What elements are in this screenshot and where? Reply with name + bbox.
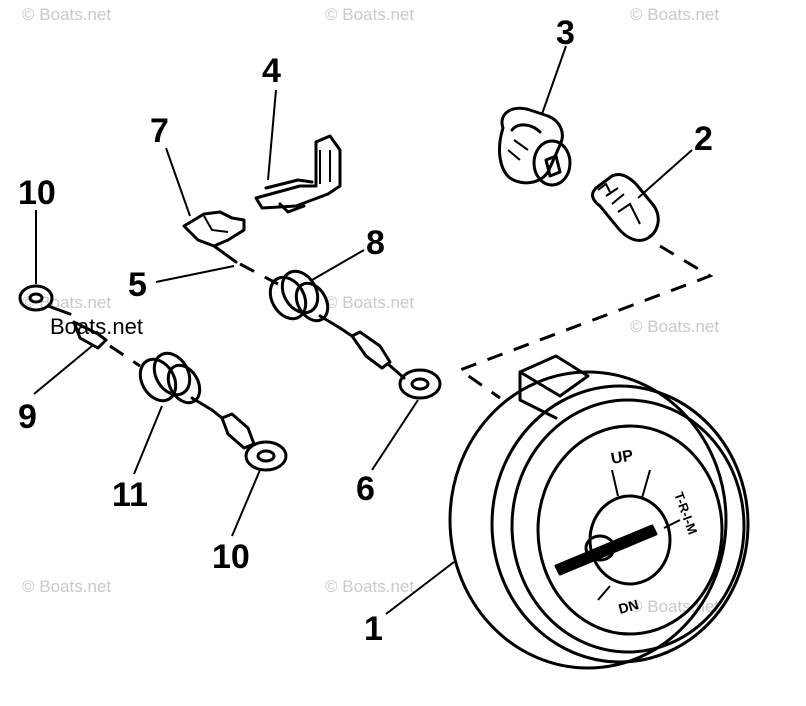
gauge-label-up: UP (610, 447, 635, 468)
callout-2: 2 (694, 120, 713, 158)
leader-11 (133, 405, 163, 475)
leader-7 (165, 147, 191, 217)
callout-10-top: 10 (18, 174, 56, 212)
callout-3: 3 (556, 14, 575, 52)
watermark-5: © Boats.net (325, 293, 414, 312)
watermark-1: © Boats.net (22, 5, 111, 24)
lamp-socket (498, 106, 572, 187)
wire-assembly-8 (239, 262, 442, 400)
watermark-2: © Boats.net (325, 5, 414, 24)
callout-6: 6 (356, 470, 375, 508)
callout-8: 8 (366, 224, 385, 262)
trim-gauge: UP T-R-I-M DN (448, 354, 750, 670)
leader-5 (155, 265, 235, 283)
leader-8 (311, 249, 365, 281)
watermark-8: © Boats.net (325, 577, 414, 596)
gauge-label-dn: DN (617, 596, 641, 617)
watermark-large: Boats.net (50, 314, 143, 339)
gauge-label-trim: T-R-I-M (671, 490, 700, 537)
callout-5: 5 (128, 266, 147, 304)
leader-2 (637, 149, 693, 199)
leader-10-bottom (231, 469, 261, 537)
watermark-6: © Boats.net (630, 317, 719, 336)
callout-10-bottom: 10 (212, 538, 250, 576)
wire-assembly-11 (72, 320, 288, 472)
leader-6 (371, 399, 419, 471)
terminal-connector (182, 210, 246, 264)
callout-4: 4 (262, 52, 281, 90)
callouts: 3 2 4 7 5 8 10 9 11 10 6 1 (18, 14, 713, 648)
callout-7: 7 (150, 112, 169, 150)
watermarks: © Boats.net © Boats.net © Boats.net © Bo… (22, 5, 719, 616)
callout-11: 11 (112, 476, 148, 514)
watermark-7: © Boats.net (22, 577, 111, 596)
bracket (254, 134, 342, 214)
callout-9: 9 (18, 398, 37, 436)
leader-1 (385, 561, 455, 615)
leader-9 (33, 345, 93, 395)
ring-terminal-top (18, 284, 72, 316)
leader-lines (33, 45, 693, 615)
bulb (591, 172, 660, 242)
callout-1: 1 (364, 610, 383, 648)
leader-3 (541, 45, 567, 115)
watermark-3: © Boats.net (630, 5, 719, 24)
assembly-guide-line (456, 244, 714, 400)
leader-4 (267, 89, 277, 181)
